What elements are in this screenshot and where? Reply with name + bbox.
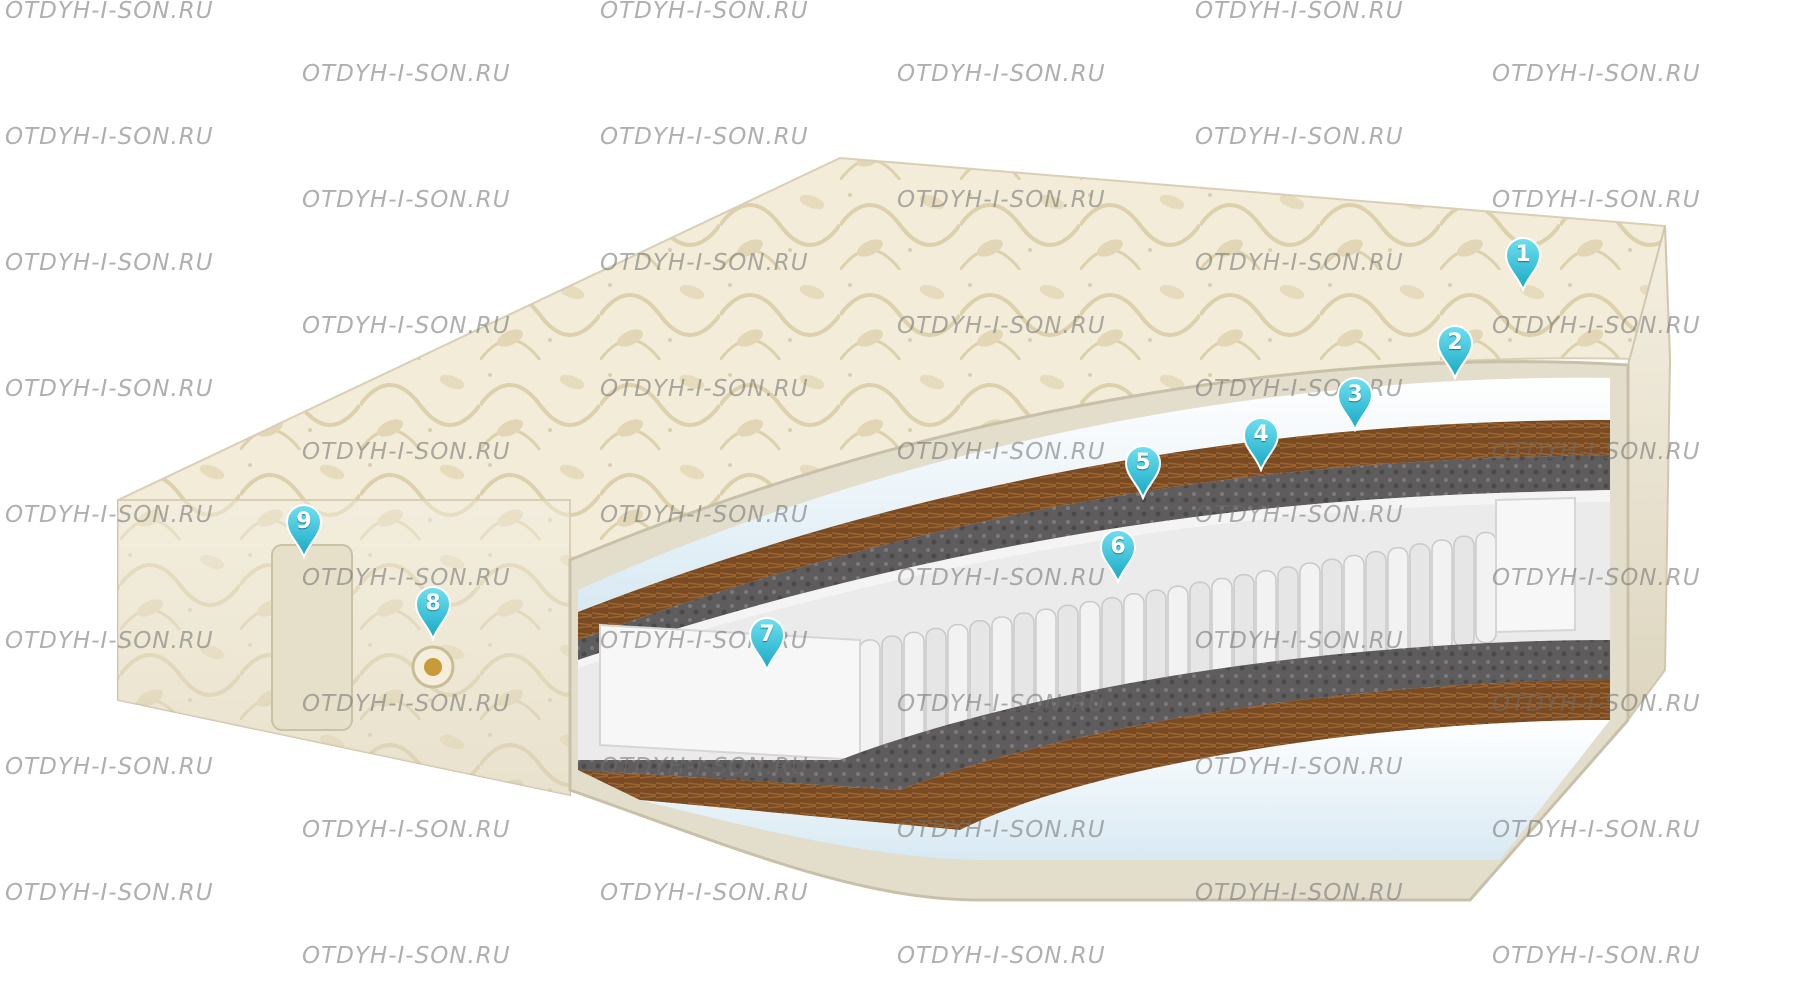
layer-marker-3: 3	[1336, 376, 1374, 432]
spring-pocket	[1475, 531, 1497, 644]
spring-pocket	[859, 639, 881, 761]
layer-marker-label: 4	[1253, 422, 1269, 447]
spring-pocket	[881, 635, 903, 757]
layer-marker-4: 4	[1242, 416, 1280, 472]
layer-marker-5: 5	[1124, 444, 1162, 500]
layer-top-coir	[578, 420, 1610, 640]
layer-bottom-felt	[578, 640, 1610, 790]
foam-edge-block-right	[1495, 496, 1576, 634]
layer-marker-label: 1	[1515, 242, 1531, 267]
layer-bottom-coir	[578, 680, 1610, 830]
layer-marker-label: 9	[296, 509, 312, 534]
layer-marker-label: 2	[1447, 330, 1463, 355]
handle-strap	[271, 544, 353, 731]
foam-edge-block-left	[599, 623, 861, 762]
spring-pocket	[1387, 547, 1409, 661]
layer-marker-2: 2	[1436, 324, 1474, 380]
layer-marker-label: 8	[425, 591, 441, 616]
layer-marker-7: 7	[748, 616, 786, 672]
layer-marker-label: 6	[1110, 534, 1126, 559]
layer-marker-label: 3	[1347, 382, 1363, 407]
layer-marker-9: 9	[285, 503, 323, 559]
layer-top-foam	[578, 377, 1610, 612]
mattress-right-edge	[1627, 225, 1672, 724]
spring-pocket	[1409, 543, 1431, 656]
pocket-springs	[859, 531, 1497, 761]
layer-marker-label: 7	[759, 622, 775, 647]
spring-pocket	[1453, 535, 1475, 648]
layer-marker-1: 1	[1504, 236, 1542, 292]
layer-marker-label: 5	[1135, 450, 1151, 475]
spring-pocket	[1431, 539, 1453, 652]
layer-bottom-foam	[640, 720, 1610, 860]
spring-pocket	[1365, 550, 1387, 665]
layer-marker-8: 8	[414, 585, 452, 641]
spring-pocket	[1343, 554, 1365, 669]
layer-marker-6: 6	[1099, 528, 1137, 584]
layer-top-felt	[578, 455, 1610, 660]
